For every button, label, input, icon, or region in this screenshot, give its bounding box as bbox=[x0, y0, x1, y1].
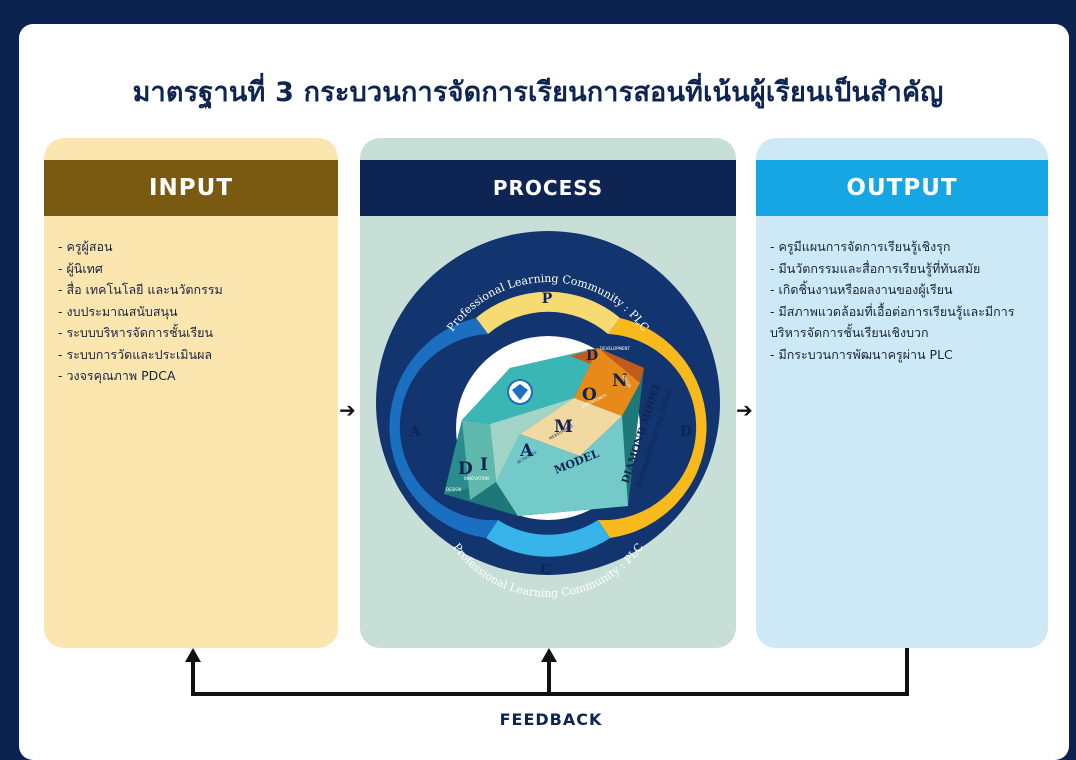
input-item: สื่อ เทคโนโลยี และนวัตกรรม bbox=[58, 279, 330, 301]
process-column: PROCESS Professional Learning Community … bbox=[360, 138, 736, 648]
input-item: ระบบบริหารจัดการชั้นเรียน bbox=[58, 322, 330, 344]
input-item: ระบบการวัดและประเมินผล bbox=[58, 344, 330, 366]
arrow-right-icon: ➔ bbox=[339, 398, 356, 422]
diamond-word: INNOVATION bbox=[464, 476, 489, 481]
input-column: INPUT ครูผู้สอน ผู้นิเทศ สื่อ เทคโนโลยี … bbox=[44, 138, 338, 648]
output-item: เกิดชิ้นงานหรือผลงานของผู้เรียน bbox=[770, 279, 1040, 301]
page-title: มาตรฐานที่ 3 กระบวนการจัดการเรียนการสอนท… bbox=[132, 77, 944, 108]
output-item: มีสภาพแวดล้อมที่เอื้อต่อการเรียนรู้และมี… bbox=[770, 301, 1040, 344]
diamond-gem bbox=[444, 348, 644, 516]
arrow-up-icon bbox=[541, 648, 557, 662]
diamond-letter: O bbox=[582, 385, 597, 405]
input-list: ครูผู้สอน ผู้นิเทศ สื่อ เทคโนโลยี และนวั… bbox=[58, 236, 330, 387]
feedback-label: FEEDBACK bbox=[499, 710, 603, 729]
diamond-letter: M bbox=[554, 417, 573, 437]
input-item: งบประมาณสนับสนุน bbox=[58, 301, 330, 323]
diamond-word: DESIGN bbox=[446, 487, 461, 492]
diamond-letter: D bbox=[586, 348, 598, 364]
diamond-letter: N bbox=[612, 371, 628, 391]
output-item: มีนวัตกรรมและสื่อการเรียนรู้ที่ทันสมัย bbox=[770, 258, 1040, 280]
output-item: มีกระบวนการพัฒนาครูผ่าน PLC bbox=[770, 344, 1040, 366]
cycle-letter-c: C bbox=[540, 562, 551, 578]
output-heading: OUTPUT bbox=[756, 160, 1048, 216]
cycle-segment-a bbox=[389, 318, 498, 538]
arrow-up-icon bbox=[185, 648, 201, 662]
input-heading: INPUT bbox=[44, 160, 338, 216]
input-item: วงจรคุณภาพ PDCA bbox=[58, 365, 330, 387]
output-item: ครูมีแผนการจัดการเรียนรู้เชิงรุก bbox=[770, 236, 1040, 258]
cycle-segment-p bbox=[476, 291, 620, 334]
cycle-segment-c bbox=[486, 520, 610, 557]
diamond-letter: A bbox=[519, 441, 534, 461]
diamond-letter: I bbox=[480, 455, 488, 475]
cycle-segment-d bbox=[598, 318, 707, 538]
diamond-letter: D bbox=[458, 459, 473, 479]
output-column: OUTPUT ครูมีแผนการจัดการเรียนรู้เชิงรุก … bbox=[756, 138, 1048, 648]
diamond-word: NEEDS bbox=[621, 374, 632, 389]
process-heading: PROCESS bbox=[360, 160, 736, 216]
plc-diamond-graphic: Professional Learning Community : PLC Pr… bbox=[376, 231, 720, 600]
arrow-right-icon: ➔ bbox=[736, 398, 753, 422]
output-list: ครูมีแผนการจัดการเรียนรู้เชิงรุก มีนวัตก… bbox=[770, 236, 1040, 365]
cycle-letter-a: A bbox=[409, 424, 422, 440]
cycle-letter-p: P bbox=[542, 291, 553, 307]
input-item: ผู้นิเทศ bbox=[58, 258, 330, 280]
diamond-word: DEVELOPMENT bbox=[600, 346, 630, 351]
input-item: ครูผู้สอน bbox=[58, 236, 330, 258]
cycle-letter-d: D bbox=[680, 424, 692, 440]
